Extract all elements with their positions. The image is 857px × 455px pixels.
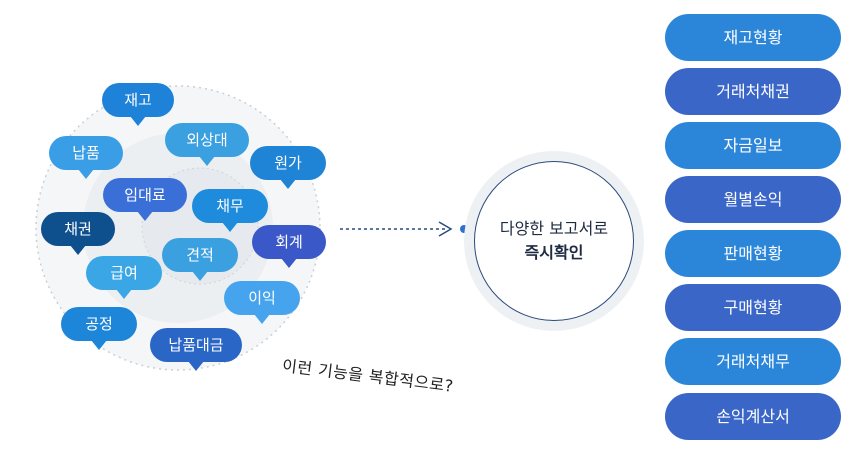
tag-bubble-receivables: 채권 <box>41 212 115 255</box>
tag-bubble-delivery: 납품 <box>49 136 123 179</box>
report-item-daily-funds: 자금일보 <box>665 122 841 169</box>
tag-bubble-profit: 이익 <box>224 281 300 324</box>
report-item-inventory-status: 재고현황 <box>665 14 841 61</box>
report-item-customer-payables: 거래처채무 <box>665 338 841 385</box>
tag-bubble-inventory: 재고 <box>102 83 174 126</box>
report-item-sales-status: 판매현황 <box>665 230 841 277</box>
tag-bubble-estimate: 견적 <box>162 238 238 281</box>
tag-bubble-debt: 채무 <box>192 189 268 232</box>
tag-bubble-rent: 임대료 <box>103 178 187 221</box>
tag-bubble-credit-sales: 외상대 <box>165 123 249 166</box>
tag-bubble-cost: 원가 <box>250 146 326 189</box>
report-item-monthly-pnl: 월별손익 <box>665 176 841 223</box>
tag-bubble-process: 공정 <box>61 307 137 350</box>
center-circle-inner: 다양한 보고서로 즉시확인 <box>474 161 634 321</box>
tag-bubble-delivery-payment: 납품대금 <box>150 328 242 371</box>
center-line-1: 다양한 보고서로 <box>499 219 609 238</box>
tag-bubble-salary: 급여 <box>86 256 162 299</box>
report-item-income-statement: 손익계산서 <box>665 393 841 440</box>
report-item-customer-receivables: 거래처채권 <box>665 68 841 115</box>
center-line-2: 즉시확인 <box>524 243 584 262</box>
center-circle: 다양한 보고서로 즉시확인 <box>464 151 644 331</box>
tag-bubble-accounting: 회계 <box>252 225 326 268</box>
arrow-head <box>438 221 453 237</box>
report-item-purchase-status: 구매현황 <box>665 284 841 331</box>
